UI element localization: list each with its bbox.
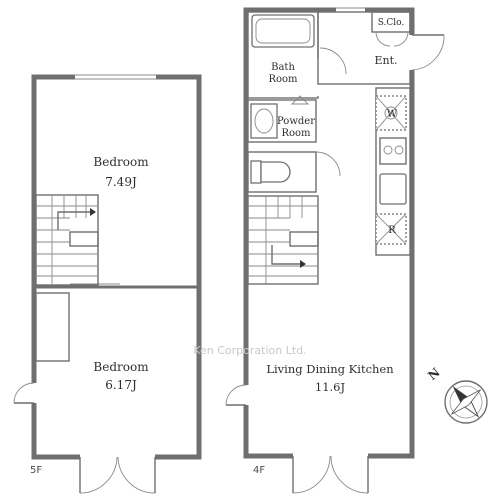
room-name: Living Dining Kitchen (266, 362, 394, 376)
washer-label: W (387, 109, 398, 120)
wall-5f-outer (31, 74, 202, 460)
kitchen-counter: W R (375, 87, 411, 256)
room-name: S.Clo. (378, 18, 405, 28)
floor-label-5f: 5F (30, 465, 42, 476)
room-size: 6.17J (105, 378, 137, 392)
door-entrance (409, 34, 445, 71)
room-name: Powder (277, 116, 315, 127)
room-size: 7.49J (105, 175, 137, 189)
door-4f-bottom (292, 453, 369, 494)
staircase-5f (35, 194, 99, 286)
watermark: Ken Corporation Ltd. (193, 344, 306, 357)
room-name: Bedroom (93, 360, 149, 374)
room-name: Bath (271, 62, 295, 73)
powder-room (247, 95, 317, 143)
room-name-line2: Room (281, 128, 311, 139)
toilet-room (247, 151, 341, 193)
door-5f-bottom (79, 454, 156, 494)
floor-label-4f: 4F (253, 465, 265, 476)
room-name-line2: Room (268, 74, 298, 85)
toilet (260, 161, 291, 183)
room-name: Ent. (374, 54, 397, 67)
compass-icon (444, 380, 488, 424)
sink (379, 173, 407, 205)
room-name: Bedroom (93, 155, 149, 169)
closet-5f (35, 292, 70, 362)
stove (379, 137, 407, 165)
compass-north-label: N (425, 365, 442, 383)
shoe-closet (371, 11, 411, 33)
door-4f-left (225, 384, 249, 406)
floor-4f: W R (225, 7, 445, 494)
bathtub (251, 14, 315, 48)
staircase-4f (247, 195, 319, 285)
floor-5f: Bedroom 7.49J Bedroom 6.17J 5F (13, 74, 202, 494)
room-size: 11.6J (315, 380, 346, 394)
bath-room (247, 11, 320, 99)
fridge-label: R (388, 225, 396, 236)
door-5f-left (13, 382, 37, 404)
